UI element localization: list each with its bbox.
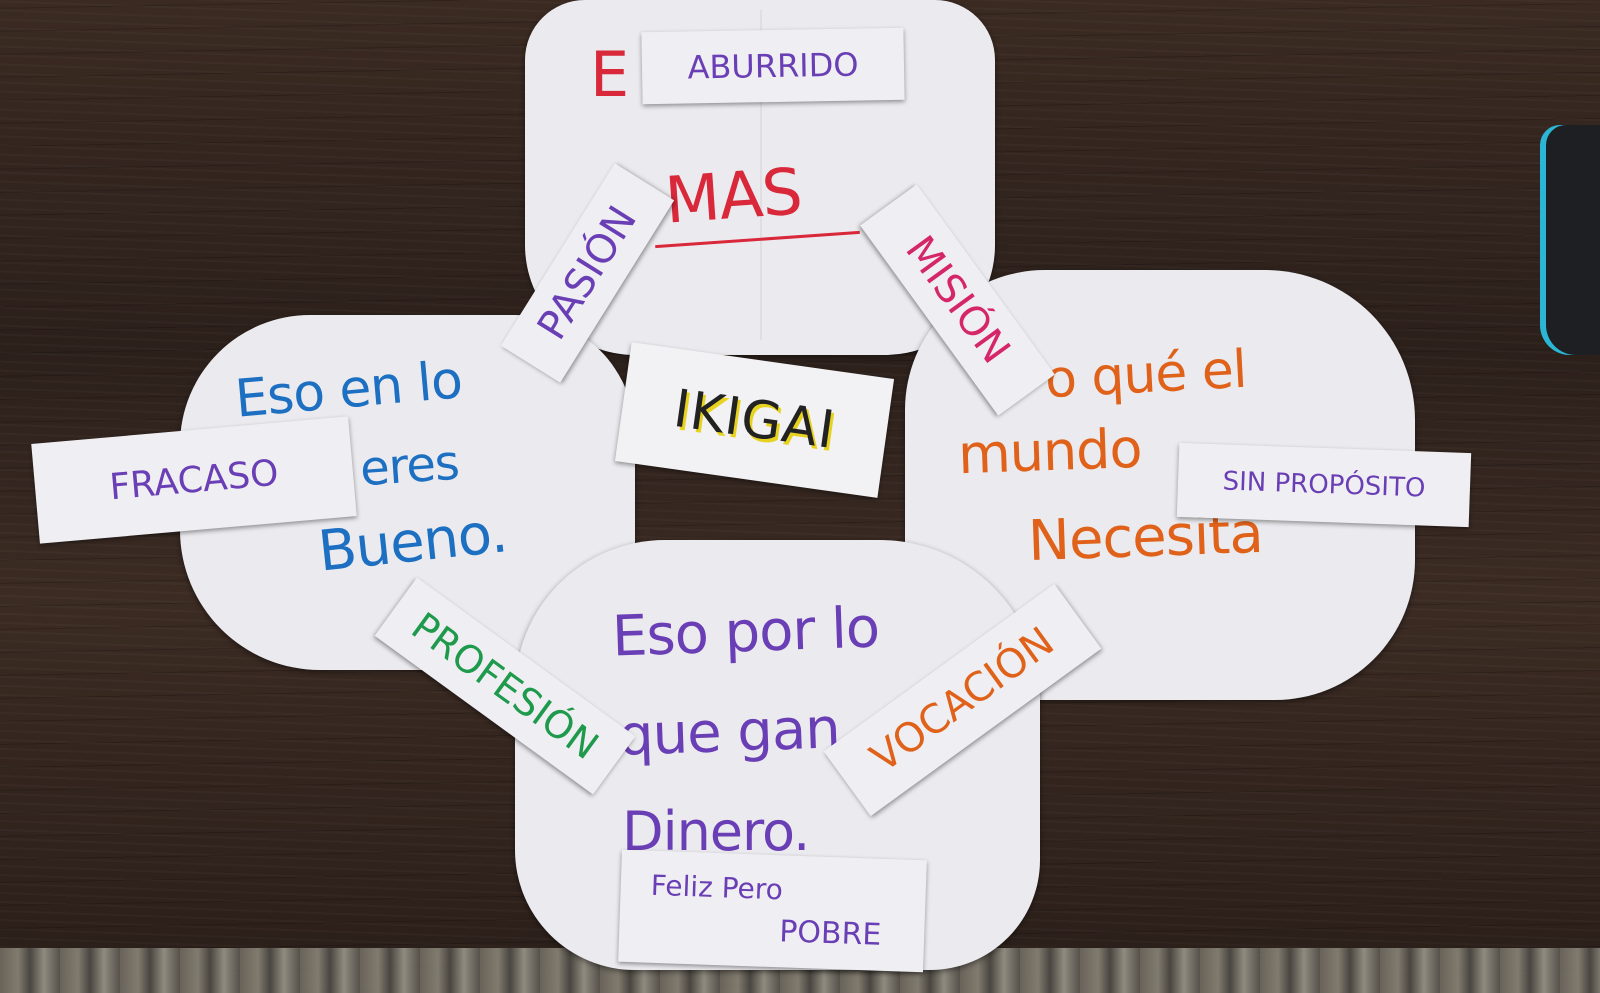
paper-fold [760,10,762,340]
feliz-pero-label: Feliz Pero [650,868,784,907]
fracaso-label: FRACASO [107,452,281,508]
bottom-circle-line2: que gan [616,696,841,769]
ikigai-label: IKIGAI [670,379,839,461]
bottom-circle-line1: Eso por lo [610,595,881,670]
aburrido-label: ABURRIDO [687,45,859,87]
sin-proposito-label: SIN PROPÓSITO [1222,466,1426,504]
top-circle-line1: E [590,38,629,111]
pobre-label: POBRE [778,914,882,953]
device-edge [1540,125,1600,355]
top-circle-line2: MAS [662,155,805,239]
feliz-pobre-strip: Feliz Pero POBRE [618,849,927,973]
aburrido-strip: ABURRIDO [641,27,905,105]
sin-proposito-strip: SIN PROPÓSITO [1176,442,1472,528]
right-circle-line1: o qué el [1043,339,1248,411]
left-circle-line2: eres [358,434,461,498]
right-circle-line2: mundo [956,416,1143,487]
